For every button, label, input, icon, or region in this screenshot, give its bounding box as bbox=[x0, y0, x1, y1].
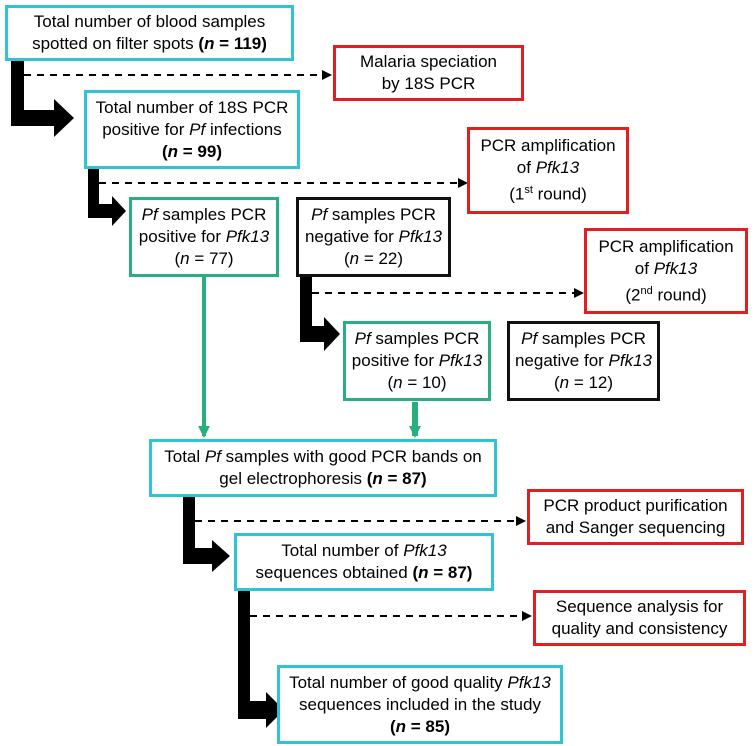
box-pf-positive-pfk13-2: Pf samples PCR positive for Pfk13 (n = 1… bbox=[343, 321, 491, 401]
box-pcr-amplification-2: PCR amplification of Pfk13 (2nd round) bbox=[584, 228, 748, 314]
box-pcr-positive-pf: Total number of 18S PCR positive for Pf … bbox=[84, 90, 300, 169]
elbow-arrow-4 bbox=[183, 497, 230, 572]
box-good-pcr-bands: Total Pf samples with good PCR bands on … bbox=[149, 439, 497, 497]
box-purification-sequencing: PCR product purification and Sanger sequ… bbox=[527, 489, 744, 545]
box-total-samples: Total number of blood samples spotted on… bbox=[5, 5, 294, 61]
box-sequence-analysis: Sequence analysis for quality and consis… bbox=[533, 590, 746, 646]
box-malaria-speciation: Malaria speciation by 18S PCR bbox=[333, 45, 524, 101]
elbow-arrow-5 bbox=[238, 590, 284, 728]
box-pf-positive-pfk13: Pf samples PCR positive for Pfk13 (n = 7… bbox=[129, 197, 279, 277]
box-good-quality-sequences: Total number of good quality Pfk13 seque… bbox=[277, 665, 563, 744]
elbow-arrow-1 bbox=[11, 60, 74, 137]
box-pcr-amplification-1: PCR amplification of Pfk13 (1st round) bbox=[467, 127, 629, 214]
elbow-arrow-2 bbox=[88, 168, 126, 226]
box-pf-negative-pfk13: Pf samples PCR negative for Pfk13 (n = 2… bbox=[296, 197, 451, 277]
box-pf-negative-pfk13-2: Pf samples PCR negative for Pfk13 (n = 1… bbox=[507, 321, 660, 401]
box-sequences-obtained: Total number of Pfk13 sequences obtained… bbox=[234, 533, 494, 591]
elbow-arrow-3 bbox=[300, 276, 340, 351]
